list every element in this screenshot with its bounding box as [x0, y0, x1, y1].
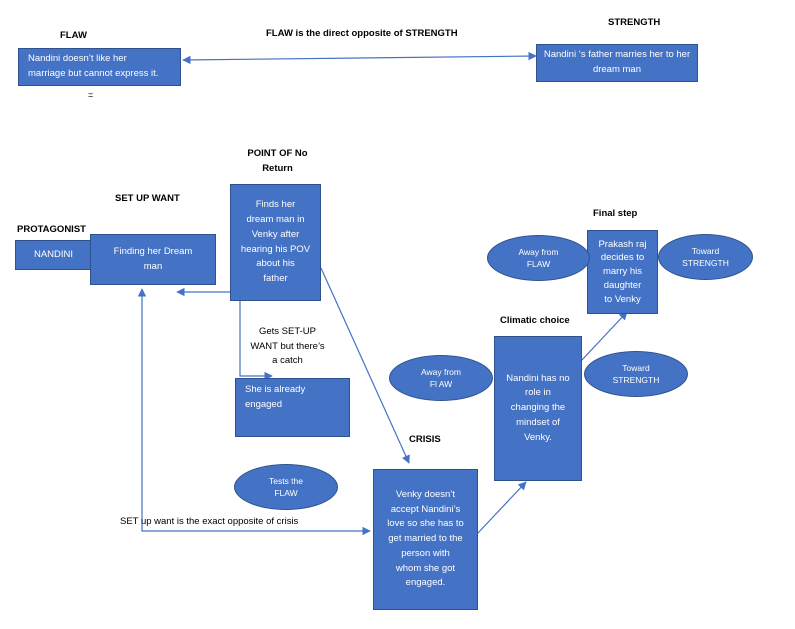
- strength-heading: STRENGTH: [608, 17, 661, 28]
- setup-crisis-note: SET up want is the exact opposite of cri…: [120, 516, 299, 527]
- finds-dream-man-box: Finds her dream man in Venky after heari…: [230, 184, 321, 301]
- catch-note: Gets SET-UP WANT but there’s a catch: [250, 326, 325, 367]
- climatic-choice-heading: Climatic choice: [500, 315, 570, 326]
- strength-box: Nandini ‘s father marries her to her dre…: [536, 44, 698, 82]
- toward-strength-oval-mid: Toward STRENGTH: [584, 351, 688, 397]
- finding-dream-man-box: Finding her Dream man: [90, 234, 216, 285]
- climatic-choice-box: Nandini has no role in changing the mind…: [494, 336, 582, 481]
- toward-strength-oval-top: Toward STRENGTH: [658, 234, 753, 280]
- already-engaged-box: She is already engaged: [235, 378, 350, 437]
- crisis-to-choice-arrow: [477, 481, 527, 534]
- tests-flaw-oval: Tests the FLAW: [234, 464, 338, 510]
- nandini-box: NANDINI: [15, 240, 92, 270]
- set-up-want-heading: SET UP WANT: [115, 193, 180, 204]
- flaw-strength-double-arrow: [182, 51, 537, 65]
- equals-sign: =: [88, 90, 94, 100]
- away-from-flaw-oval-top: Away from FLAW: [487, 235, 590, 281]
- point-of-no-return-heading: POINT OF No Return: [247, 148, 308, 174]
- crisis-heading: CRISIS: [409, 434, 441, 445]
- flaw-opposite-note: FLAW is the direct opposite of STRENGTH: [266, 28, 458, 39]
- flaw-heading: FLAW: [60, 30, 87, 41]
- crisis-box: Venky doesn’t accept Nandini’s love so s…: [373, 469, 478, 610]
- flaw-box: Nandini doesn’t like her marriage but ca…: [18, 48, 181, 86]
- away-from-flaw-oval-mid: Away from Fl AW: [389, 355, 493, 401]
- protagonist-heading: PROTAGONIST: [17, 224, 86, 235]
- final-step-box: Prakash raj decides to marry his daughte…: [587, 230, 658, 314]
- final-step-heading: Final step: [593, 208, 638, 219]
